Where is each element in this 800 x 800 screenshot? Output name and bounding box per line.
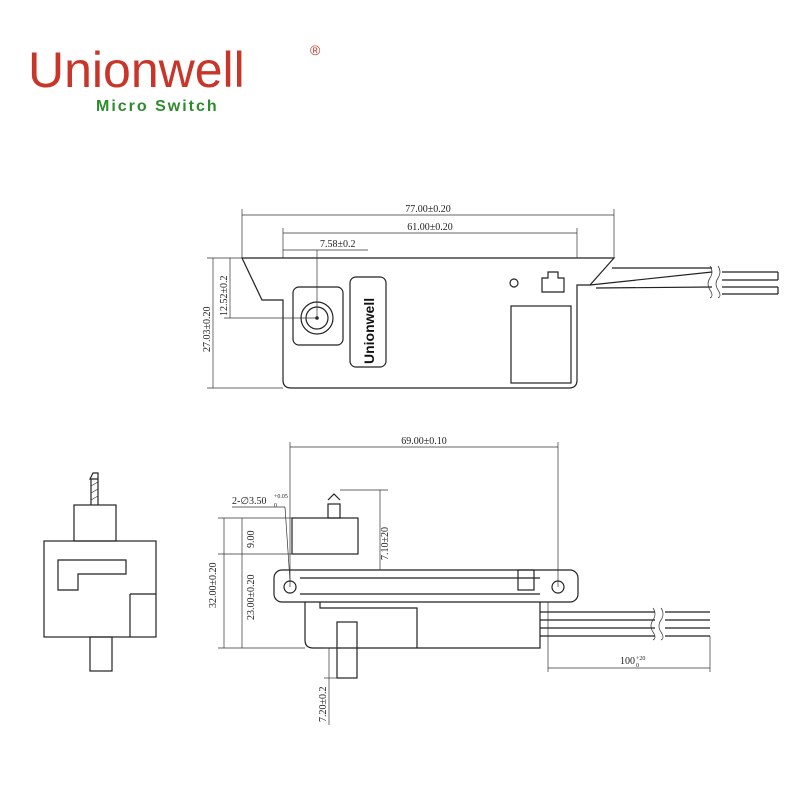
plunger-tip <box>327 503 341 519</box>
side-view-body <box>43 540 157 638</box>
upper-block <box>291 517 359 555</box>
top-view-housing <box>241 257 616 389</box>
plunger-arrow <box>327 493 341 501</box>
dim-total-height: 32.00±0.20 <box>208 563 219 609</box>
dim-hole-pitch: 69.00±0.10 <box>401 436 447 447</box>
dim-plunger-travel: 7.10±20 <box>380 527 391 560</box>
side-view <box>43 472 157 672</box>
dim-wire-tol-upper: +20 <box>636 656 645 662</box>
dim-wire-length: 100 <box>620 656 635 667</box>
dim-overall-height: 27.03±0.20 <box>202 307 213 353</box>
dim-body-height: 23.00±0.20 <box>246 575 257 621</box>
side-view-actuator <box>89 636 113 672</box>
brand-tagline: Micro Switch <box>96 98 219 115</box>
top-view: Unionwell 77.00±0.20 61.00±0.20 7.58±0.2… <box>202 204 779 389</box>
label-window <box>510 305 572 384</box>
front-view: 69.00±0.10 2-∅3.50 +0.05 0 7.10±20 9.00 … <box>208 436 711 725</box>
side-view-top-block <box>73 504 117 542</box>
bottom-actuator <box>336 621 358 679</box>
dim-wire-tol-lower: 0 <box>636 663 639 669</box>
dim-hole-tol-upper: +0.05 <box>274 494 288 500</box>
logo-plate <box>349 276 387 368</box>
device-logo: Unionwell <box>361 298 377 364</box>
front-view-cable <box>540 607 710 641</box>
mounting-bar <box>273 569 579 603</box>
dim-button-height: 12.52±0.2 <box>219 276 230 317</box>
wire-clip <box>517 569 535 591</box>
top-view-cable <box>589 265 779 299</box>
dim-top-height: 9.00 <box>246 531 257 549</box>
button-housing <box>292 286 344 346</box>
dim-body-length: 61.00±0.20 <box>407 222 453 233</box>
dim-button-offset: 7.58±0.2 <box>320 239 356 250</box>
brand-name: Unionwell <box>28 42 245 98</box>
lower-body <box>304 602 541 649</box>
connector-icon <box>541 271 565 293</box>
dim-hole-tol-lower: 0 <box>274 503 277 509</box>
dim-actuator-length: 7.20±0.2 <box>318 687 329 723</box>
indicator-hole <box>509 278 519 288</box>
side-view-arrow <box>89 472 99 480</box>
dim-hole-dia: 2-∅3.50 <box>232 496 267 507</box>
dim-overall-length: 77.00±0.20 <box>405 204 451 215</box>
registered-mark: ® <box>310 42 321 58</box>
